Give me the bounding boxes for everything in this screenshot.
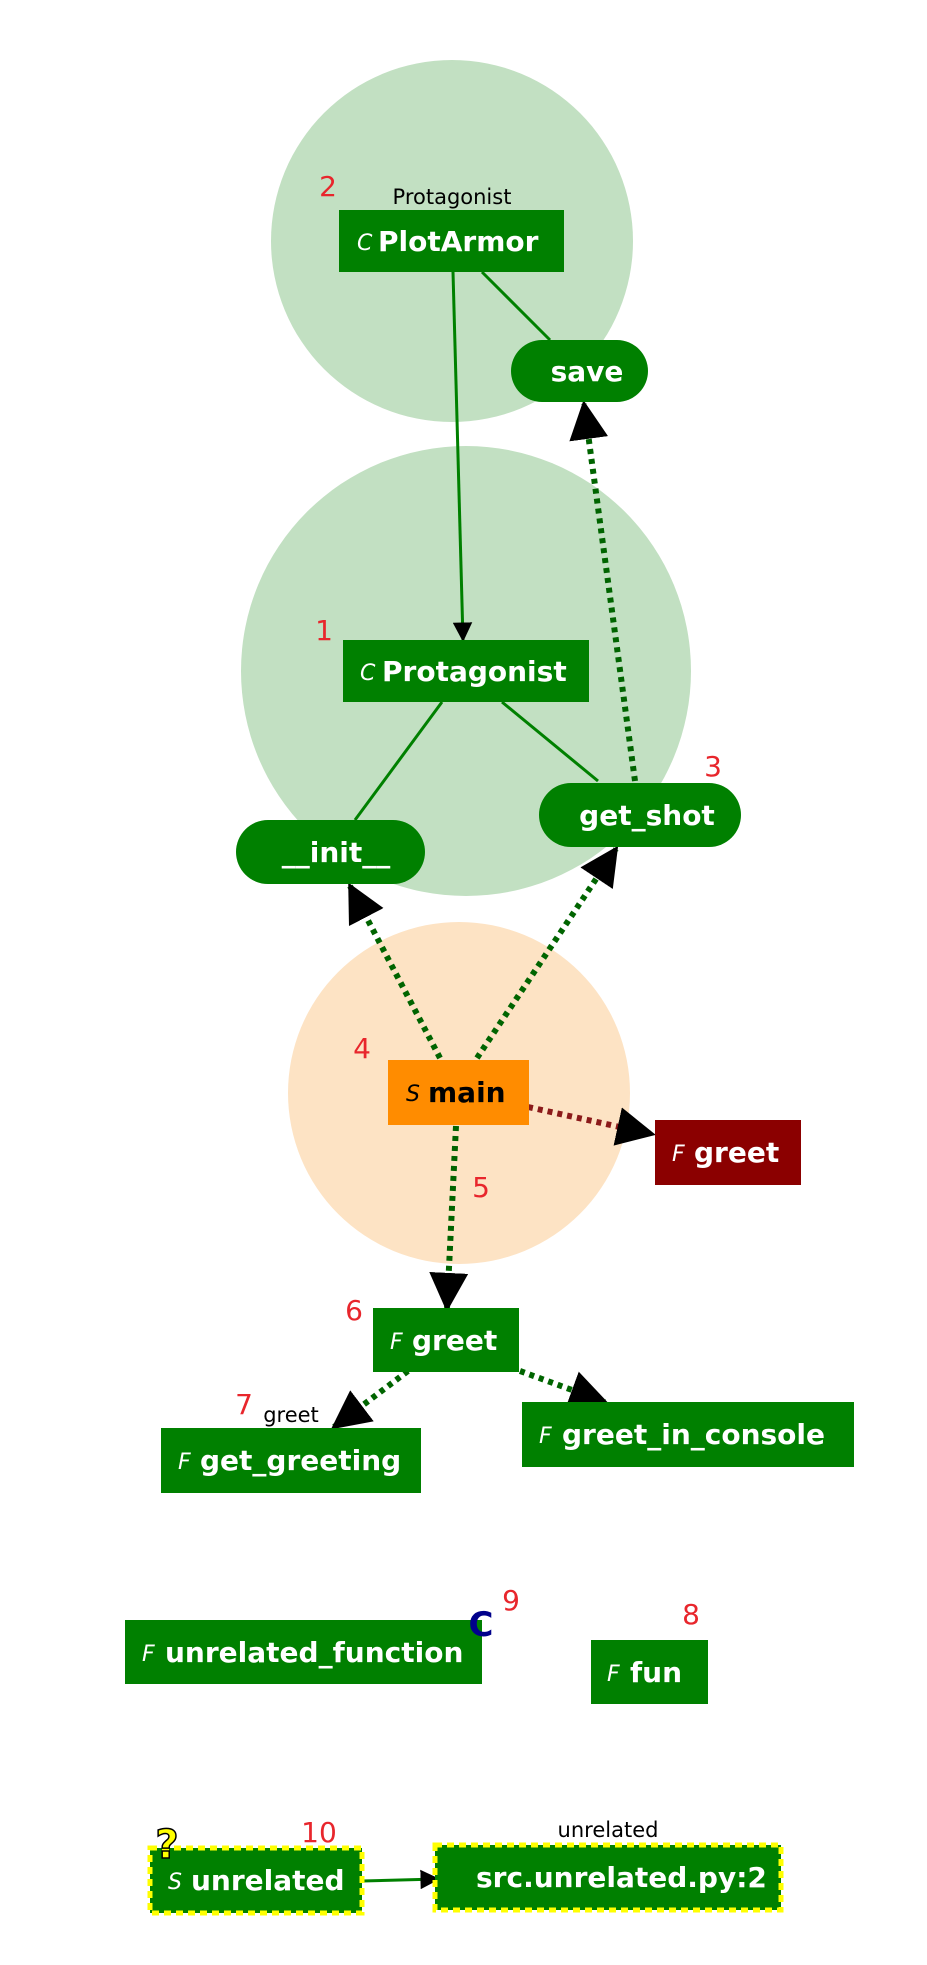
edge-protagonist-init — [353, 701, 444, 821]
edge-greet-get-greeting — [330, 1368, 410, 1430]
node-unrelated-function[interactable]: F unrelated_function — [125, 1620, 482, 1684]
node-init[interactable]: __init__ — [236, 820, 425, 884]
step-number-5: 5 — [472, 1171, 490, 1204]
node-unrelated[interactable]: S unrelated — [147, 1845, 365, 1916]
edge-protagonist-get-shot — [501, 700, 599, 783]
node-label: Protagonist — [382, 655, 567, 688]
node-label: src.unrelated.py:2 — [476, 1861, 767, 1894]
node-label: greet_in_console — [562, 1418, 825, 1451]
edge-plot-armor-protagonist — [451, 271, 473, 642]
coverage-badge-icon: C — [469, 1605, 494, 1645]
node-label: greet — [412, 1324, 497, 1357]
node-main[interactable]: S main — [388, 1060, 529, 1125]
edge-main-init — [347, 882, 443, 1060]
node-label: get_shot — [579, 799, 715, 832]
node-label: PlotArmor — [378, 225, 539, 258]
step-number-9: 9 — [502, 1584, 520, 1617]
node-fun[interactable]: F fun — [591, 1640, 708, 1704]
node-protagonist[interactable]: C Protagonist — [343, 640, 589, 702]
function-prefix: F — [178, 1450, 191, 1475]
edge-main-greet-external — [527, 1104, 656, 1146]
function-prefix: F — [672, 1142, 685, 1167]
function-prefix: F — [390, 1330, 403, 1355]
node-plot-armor[interactable]: C PlotArmor — [339, 210, 564, 272]
function-prefix: F — [539, 1424, 552, 1449]
step-number-4: 4 — [353, 1032, 371, 1065]
step-number-1: 1 — [315, 614, 333, 647]
edge-main-greet — [429, 1125, 469, 1312]
class-prefix: C — [360, 661, 376, 686]
script-prefix: S — [168, 1870, 182, 1895]
node-label: __init__ — [282, 836, 391, 869]
node-greet-external[interactable]: F greet — [655, 1120, 801, 1185]
step-number-7: 7 — [235, 1388, 253, 1421]
edge-plot-armor-save — [480, 270, 552, 342]
node-greet[interactable]: F greet — [373, 1308, 519, 1372]
node-label: fun — [630, 1656, 682, 1689]
function-prefix: F — [142, 1642, 155, 1667]
node-label: get_greeting — [200, 1444, 401, 1477]
node-label: greet — [694, 1136, 779, 1169]
node-get-greeting[interactable]: F get_greeting — [161, 1428, 421, 1493]
step-number-6: 6 — [345, 1294, 363, 1327]
function-prefix: F — [607, 1662, 620, 1687]
edge-get-shot-save — [569, 400, 638, 782]
question-mark-icon: ? — [155, 1822, 178, 1868]
node-label: main — [428, 1076, 506, 1109]
node-label: save — [551, 355, 624, 388]
node-label: unrelated — [191, 1864, 345, 1897]
edge-main-get-shot — [474, 845, 619, 1060]
step-number-8: 8 — [682, 1598, 700, 1631]
node-save[interactable]: save — [511, 340, 648, 402]
edge-unrelated-src — [361, 1869, 440, 1890]
node-label: unrelated_function — [165, 1636, 463, 1669]
step-number-3: 3 — [704, 750, 722, 783]
node-get-shot[interactable]: get_shot — [539, 783, 741, 847]
class-prefix: C — [357, 231, 373, 256]
edge-greet-greet-in-console — [518, 1368, 609, 1409]
node-src-unrelated[interactable]: src.unrelated.py:2 — [432, 1842, 784, 1913]
node-greet-in-console[interactable]: F greet_in_console — [522, 1402, 854, 1467]
plot-armor-caption: Protagonist — [393, 185, 512, 209]
get-greeting-caption: greet — [263, 1403, 319, 1427]
script-prefix: S — [406, 1082, 420, 1107]
step-number-10: 10 — [301, 1816, 337, 1849]
step-number-2: 2 — [319, 170, 337, 203]
src-unrelated-caption: unrelated — [558, 1818, 659, 1842]
